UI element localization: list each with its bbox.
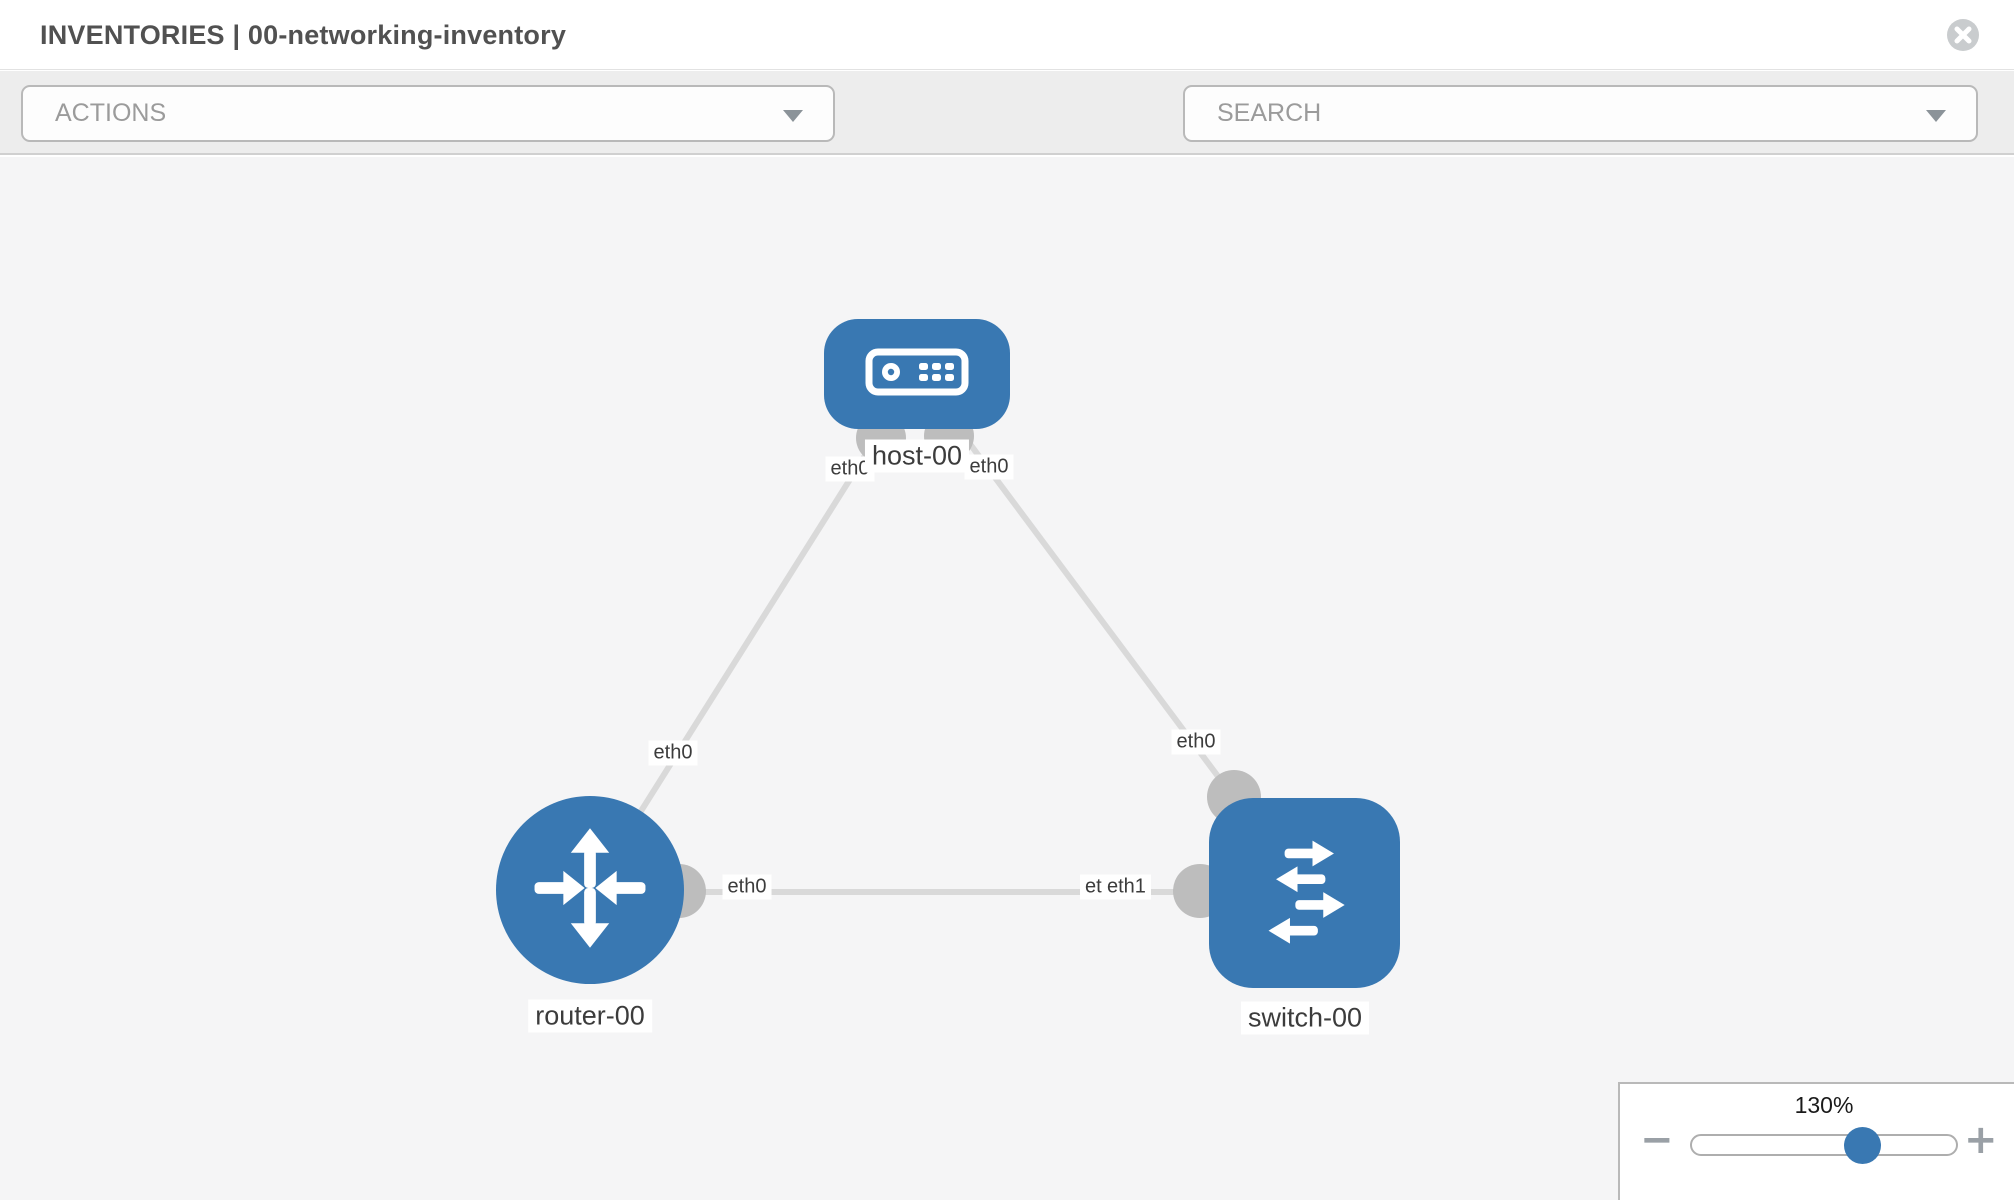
close-button[interactable] [1946, 18, 1980, 52]
chevron-down-icon [783, 110, 803, 122]
zoom-out-button[interactable]: − [1640, 1117, 1674, 1163]
zoom-panel: 130% − + [1618, 1082, 2014, 1200]
topology-links-layer [587, 371, 1308, 918]
node-switch-00[interactable] [1209, 798, 1400, 988]
router-icon [526, 824, 654, 957]
interface-label: eth0 [1171, 729, 1221, 755]
search-dropdown-label: SEARCH [1217, 99, 1322, 127]
zoom-slider-handle[interactable] [1844, 1127, 1881, 1164]
zoom-slider-track[interactable] [1690, 1134, 1958, 1156]
page-title: INVENTORIES | 00-networking-inventory [40, 20, 567, 50]
interface-label: eth0 [722, 874, 772, 900]
toolbar: ACTIONS SEARCH [0, 71, 2014, 207]
topology-canvas[interactable]: host-00 router-00 switch-00 eth0 eth0 et… [0, 157, 2014, 1200]
node-label-host: host-00 [864, 439, 970, 473]
zoom-level-value: 130% [1794, 1092, 1854, 1118]
close-icon [1946, 19, 1980, 55]
switch-icon [1246, 832, 1364, 955]
interface-label: eth1 [1102, 874, 1151, 900]
actions-dropdown[interactable]: ACTIONS [21, 85, 835, 142]
node-label-switch: switch-00 [1240, 1001, 1370, 1035]
node-label-router: router-00 [528, 999, 652, 1033]
interface-label: eth0 [648, 740, 698, 766]
interface-label: eth0 [964, 454, 1014, 480]
header-bar: INVENTORIES | 00-networking-inventory [0, 0, 2014, 70]
zoom-in-button[interactable]: + [1964, 1117, 1998, 1163]
chevron-down-icon [1926, 110, 1946, 122]
node-host-00[interactable] [824, 319, 1010, 429]
actions-dropdown-label: ACTIONS [55, 99, 167, 127]
node-router-00[interactable] [496, 796, 684, 984]
search-dropdown[interactable]: SEARCH [1183, 85, 1978, 142]
host-icon [865, 348, 969, 401]
